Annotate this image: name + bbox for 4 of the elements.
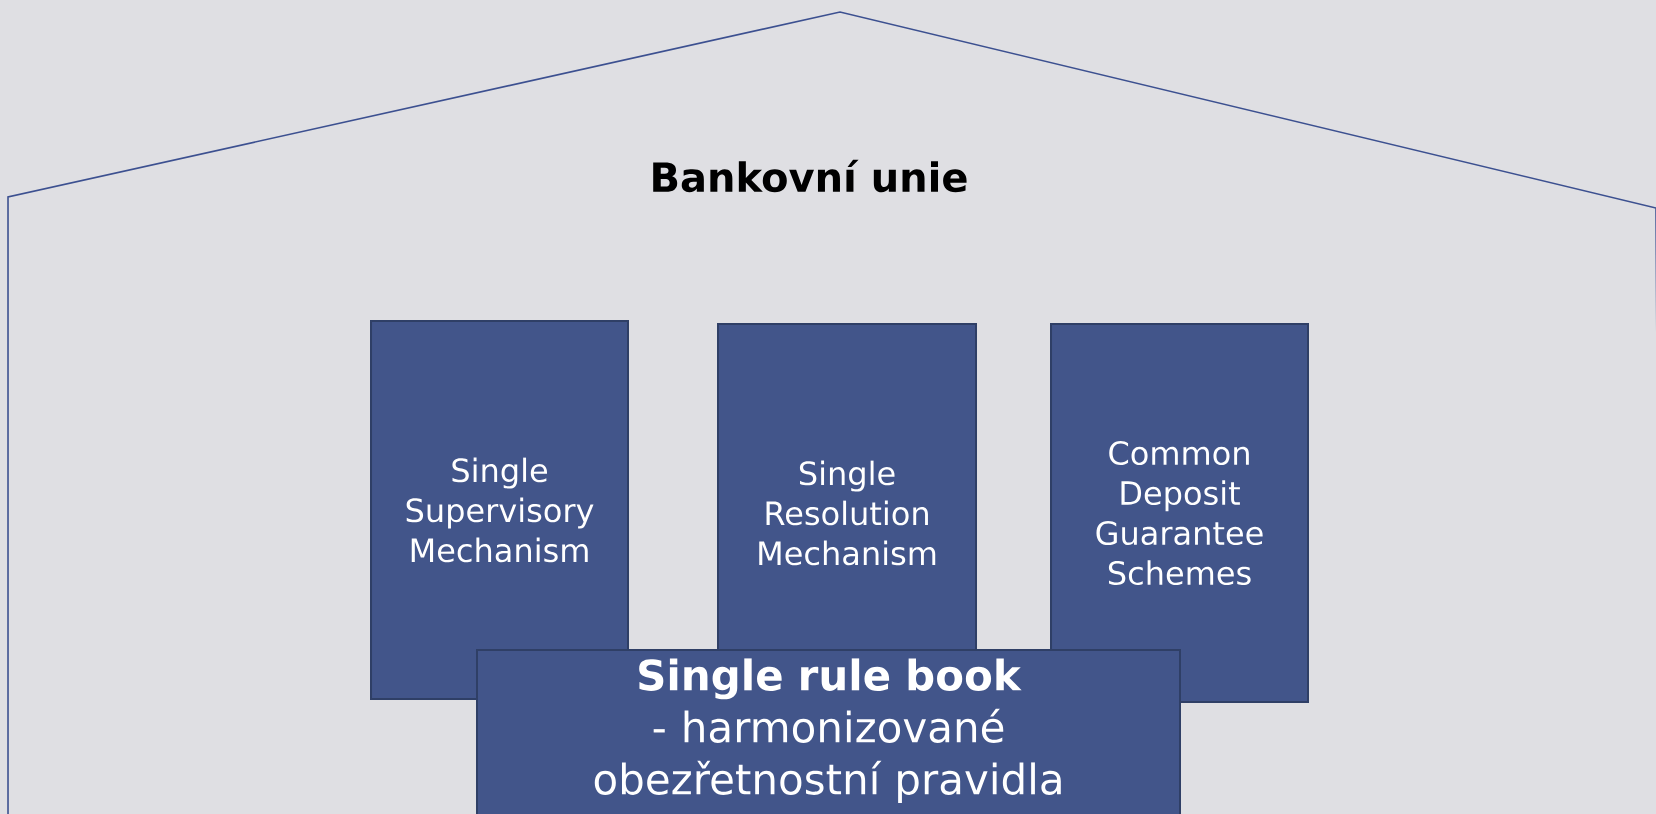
pillar-box: Single Resolution Mechanism xyxy=(717,323,977,652)
pillar-box: Common Deposit Guarantee Schemes xyxy=(1050,323,1309,703)
base-box: Single rule book - harmonizované obezřetnostní pravidla xyxy=(476,649,1181,814)
pillar-box: Single Supervisory Mechanism xyxy=(370,320,629,700)
